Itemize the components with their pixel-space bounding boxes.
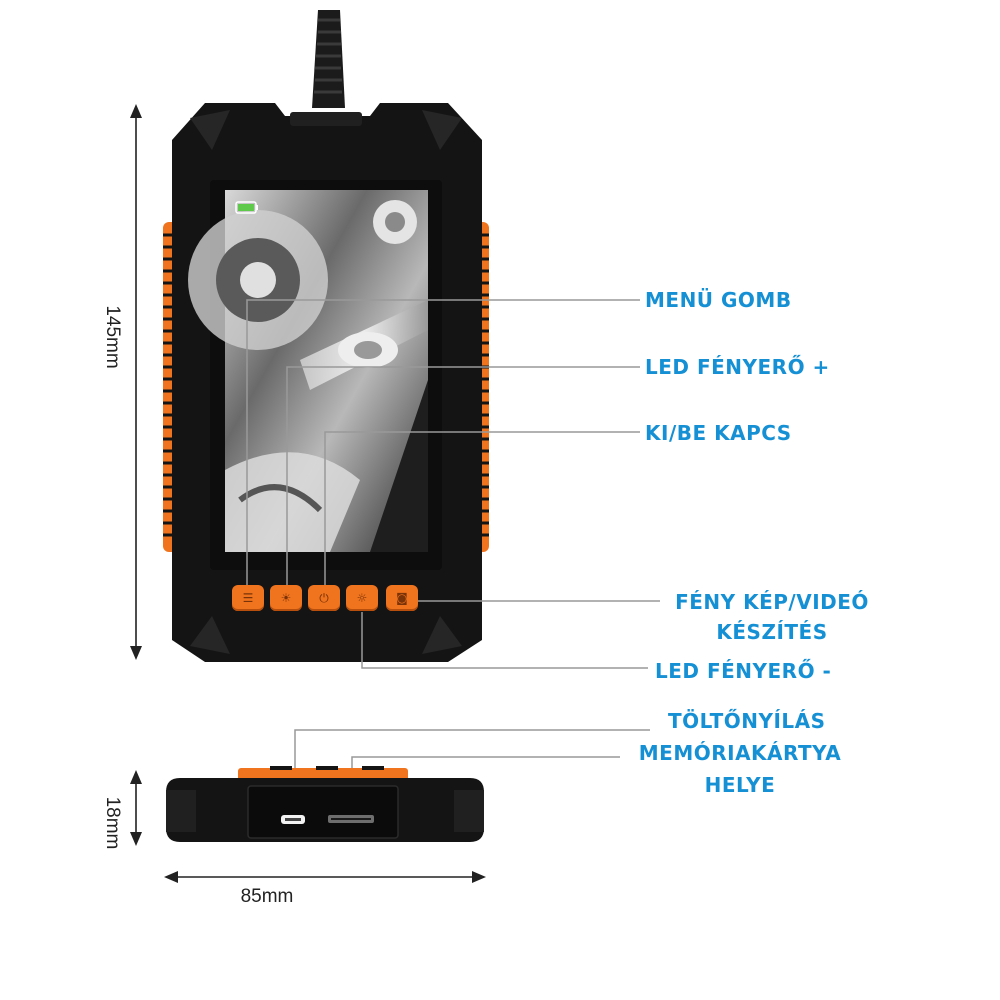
- callout-photo-video-line1: FÉNY KÉP/VIDEÓ: [675, 590, 869, 614]
- callout-memory-card-line1: MEMÓRIAKÁRTYA: [638, 741, 842, 765]
- callout-photo-video-line2: KÉSZÍTÉS: [716, 620, 828, 644]
- menu-button[interactable]: ☰: [232, 585, 264, 611]
- device-front: [172, 103, 482, 662]
- power-icon: ⏻: [319, 591, 329, 605]
- callout-power-switch: KI/BE KAPCS: [645, 421, 792, 445]
- callout-led-minus: LED FÉNYERŐ -: [655, 659, 832, 683]
- width-dimension-label: 85mm: [240, 886, 294, 907]
- cable: [312, 10, 345, 108]
- thickness-dimension-label: 18mm: [102, 796, 123, 850]
- callout-led-plus: LED FÉNYERŐ +: [645, 355, 830, 379]
- led-minus-button[interactable]: ☼: [346, 585, 378, 611]
- battery-icon: [235, 201, 258, 214]
- menu-icon: ☰: [242, 591, 254, 605]
- dimension-arrows: [130, 104, 486, 883]
- sun-minus-icon: ☼: [356, 591, 368, 605]
- usb-port-icon: [281, 815, 305, 824]
- led-plus-button[interactable]: ☀: [270, 585, 302, 611]
- camera-button[interactable]: ◙: [386, 585, 418, 611]
- sd-card-slot-icon: [328, 815, 374, 823]
- camera-screen: [188, 190, 428, 552]
- height-dimension-label: 145mm: [102, 305, 123, 369]
- callout-menu-button: MENÜ GOMB: [645, 288, 792, 312]
- callout-memory-card-line2: HELYE: [704, 773, 776, 797]
- callout-memory-card: MEMÓRIAKÁRTYA HELYE: [628, 741, 852, 797]
- device-side-view: [166, 766, 484, 842]
- power-button[interactable]: ⏻: [308, 585, 340, 611]
- callout-photo-video: FÉNY KÉP/VIDEÓ KÉSZÍTÉS: [660, 590, 884, 644]
- camera-icon: ◙: [396, 591, 408, 605]
- sun-plus-icon: ☀: [280, 591, 292, 605]
- callout-charging-port: TÖLTŐNYÍLÁS: [668, 709, 826, 733]
